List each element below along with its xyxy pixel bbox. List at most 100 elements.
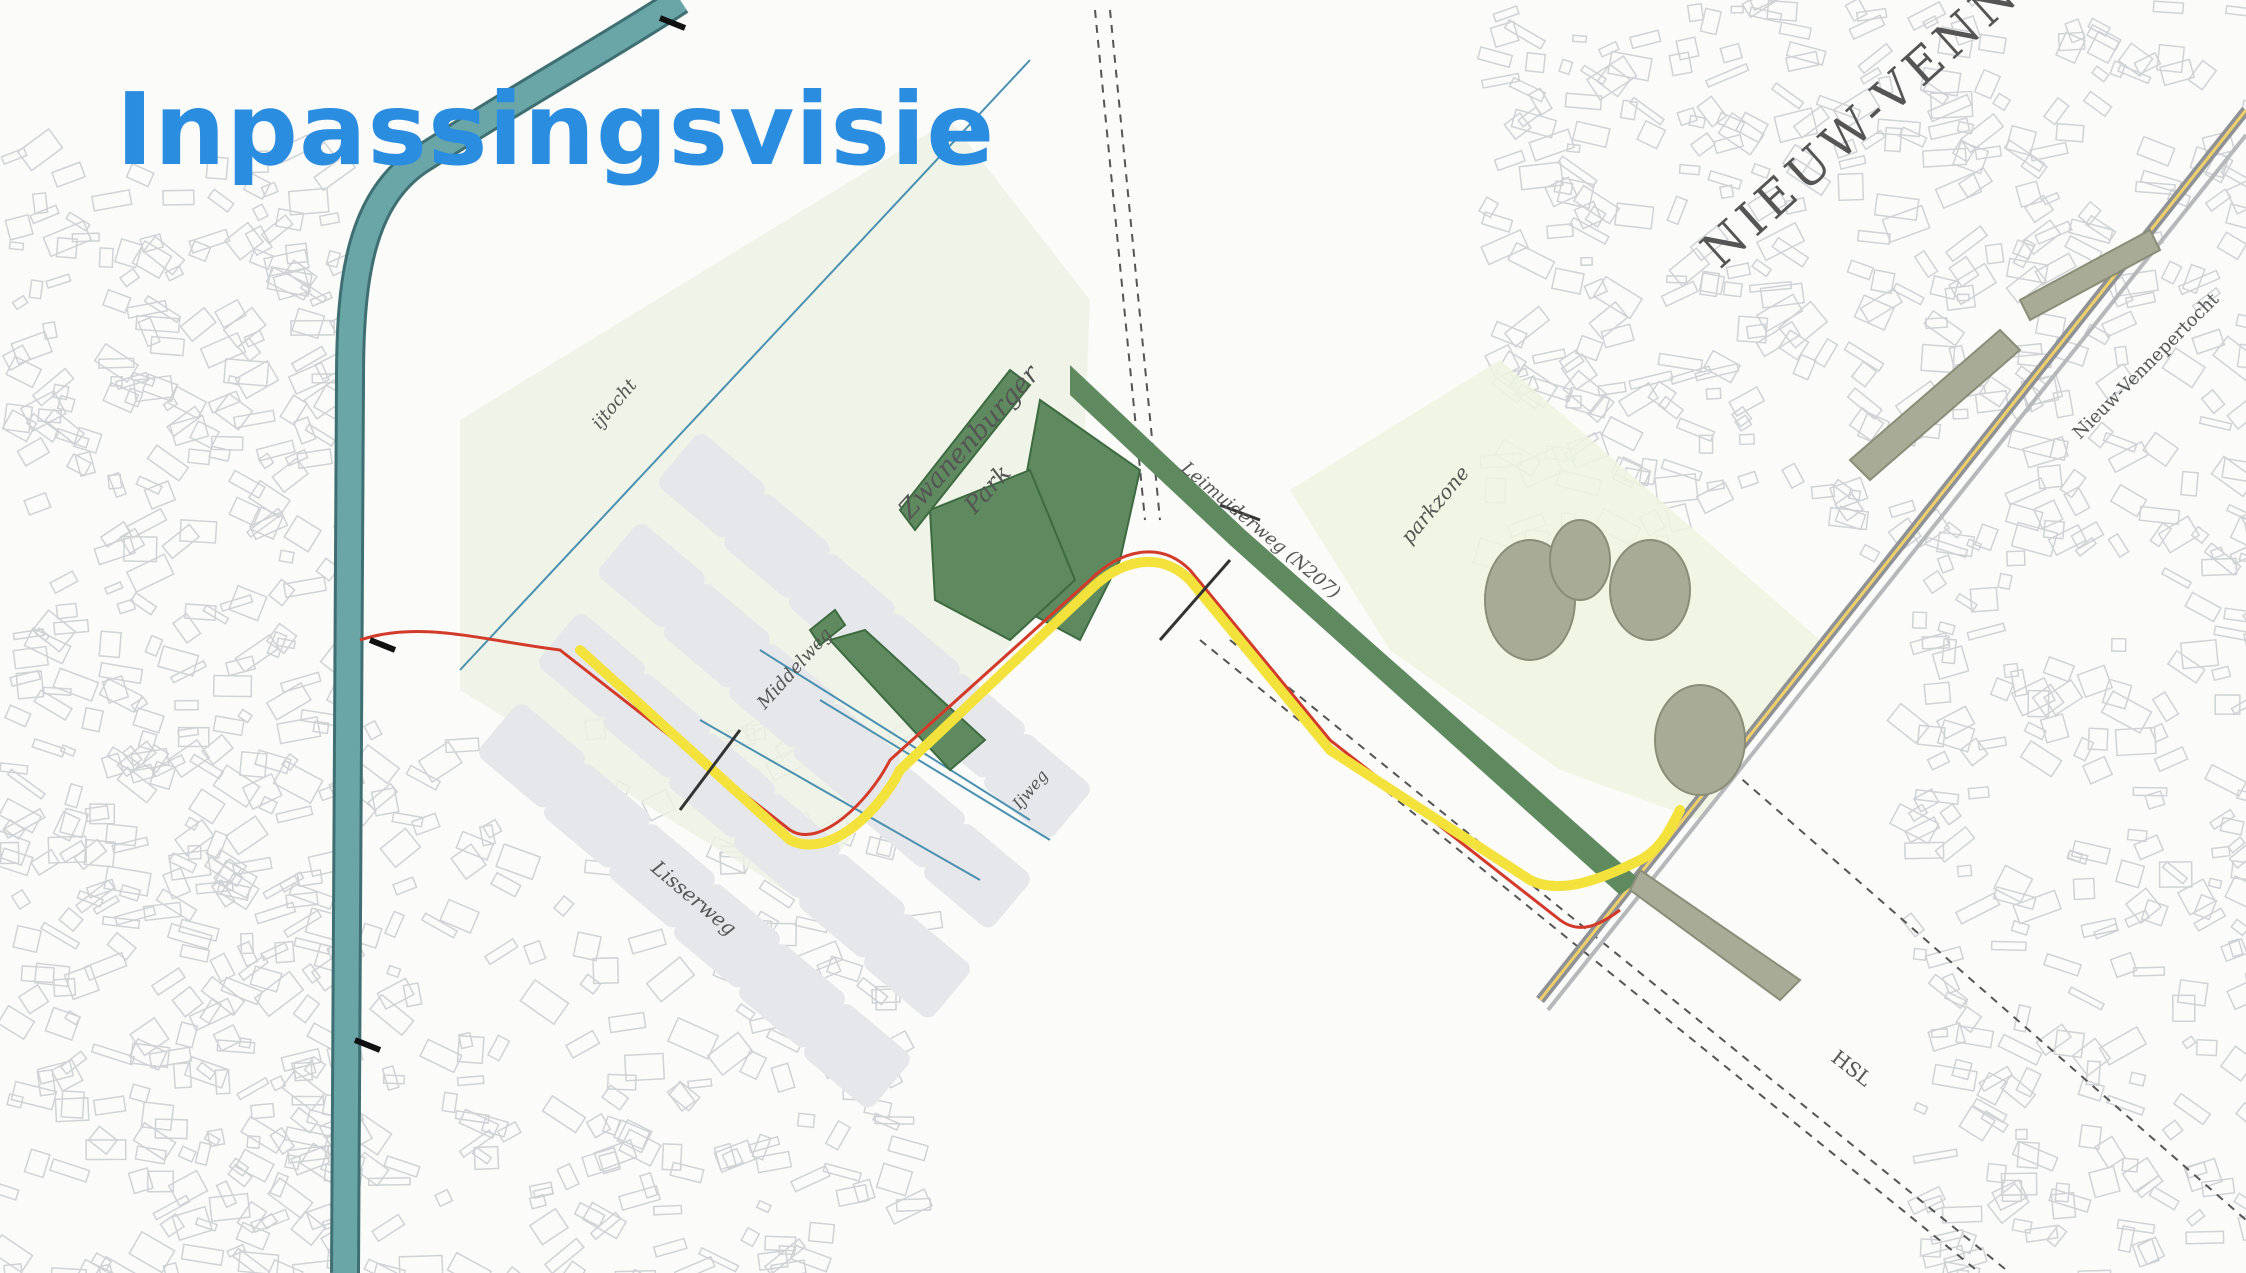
building-outline (89, 803, 116, 825)
building-outline (149, 335, 186, 357)
building-outline (1771, 236, 1810, 268)
building-outline (1815, 94, 1862, 120)
building-outline (706, 1031, 754, 1077)
building-outline (1558, 58, 1574, 76)
building-outline (2048, 1187, 2092, 1214)
building-outline (1959, 112, 2005, 154)
building-outline (2011, 1140, 2059, 1172)
building-outline (1838, 154, 1867, 170)
hsl-label: HSL (1827, 1045, 1877, 1091)
building-outline (31, 609, 77, 653)
building-outline (541, 1094, 587, 1134)
building-outline (2200, 557, 2238, 577)
building-outline (1912, 1148, 1959, 1165)
building-outline (1898, 126, 1928, 148)
building-outline (2094, 1135, 2127, 1170)
building-outline (44, 408, 86, 446)
building-outline (486, 1034, 511, 1062)
building-outline (1668, 51, 1693, 77)
building-outline (2229, 515, 2246, 556)
building-outline (747, 1135, 781, 1154)
building-outline (166, 405, 203, 438)
building-outline (1929, 90, 1974, 120)
building-outline (54, 427, 90, 449)
building-outline (1715, 111, 1746, 134)
building-outline (398, 1254, 444, 1273)
building-outline (589, 1211, 622, 1241)
building-outline (278, 549, 295, 564)
building-outline (293, 936, 332, 955)
building-outline (1904, 841, 1945, 860)
building-outline (17, 983, 50, 1015)
building-outline (2193, 907, 2227, 933)
building-outline (2074, 536, 2098, 558)
building-outline (292, 993, 321, 1024)
building-outline (208, 445, 232, 462)
building-outline (417, 740, 464, 784)
plot-parcel (919, 674, 1025, 778)
building-outline (1785, 41, 1827, 66)
building-outline (194, 1217, 219, 1232)
building-outline (45, 273, 72, 289)
building-outline (216, 1039, 256, 1055)
building-outline (285, 891, 319, 909)
building-outline (2185, 1230, 2225, 1245)
building-outline (30, 848, 61, 877)
building-outline (130, 371, 156, 388)
building-outline (1832, 87, 1881, 130)
building-outline (473, 1145, 500, 1171)
building-outline (697, 1246, 740, 1273)
building-outline (1688, 114, 1707, 129)
building-outline (2219, 1045, 2246, 1082)
building-outline (2036, 464, 2063, 490)
building-outline (113, 905, 157, 926)
building-outline (227, 1163, 253, 1188)
building-outline (2210, 845, 2231, 859)
building-outline (142, 901, 183, 922)
building-outline (125, 507, 168, 539)
building-outline (2086, 30, 2121, 65)
building-outline (116, 765, 158, 804)
building-outline (2001, 1179, 2023, 1203)
building-outline (1857, 42, 1894, 75)
building-outline (1940, 1260, 1981, 1273)
building-outline (2100, 310, 2138, 338)
building-outline (2183, 1157, 2223, 1193)
building-outline (614, 1269, 657, 1273)
building-outline (1931, 1063, 1978, 1092)
building-outline (2223, 607, 2246, 624)
building-outline (292, 416, 317, 445)
plot-parcel (609, 824, 715, 928)
building-outline (318, 212, 341, 227)
building-outline (98, 247, 114, 269)
building-outline (290, 319, 335, 336)
building-outline (234, 1148, 275, 1183)
building-outline (2109, 483, 2148, 518)
building-outline (789, 1244, 832, 1273)
building-outline (751, 1133, 772, 1161)
building-outline (244, 224, 273, 257)
building-outline (1935, 705, 1976, 740)
building-outline (441, 1091, 459, 1114)
building-outline (2220, 938, 2246, 963)
building-outline (2077, 200, 2102, 226)
building-outline (1629, 29, 1662, 50)
building-outline (1568, 216, 1610, 246)
building-outline (1939, 802, 1963, 826)
building-outline (226, 1243, 247, 1258)
building-outline (420, 912, 459, 939)
building-outline (1936, 554, 1955, 574)
building-outline (1860, 129, 1886, 151)
building-outline (2100, 690, 2153, 735)
building-outline (1734, 111, 1770, 144)
building-outline (2087, 421, 2115, 449)
building-outline (33, 962, 71, 988)
building-outline (1922, 569, 1948, 595)
building-outline (65, 452, 93, 477)
building-outline (865, 835, 898, 861)
building-outline (1675, 36, 1700, 61)
building-outline (593, 1138, 638, 1172)
building-outline (2071, 1037, 2112, 1077)
building-outline (240, 1115, 287, 1155)
building-outline (250, 1102, 275, 1120)
